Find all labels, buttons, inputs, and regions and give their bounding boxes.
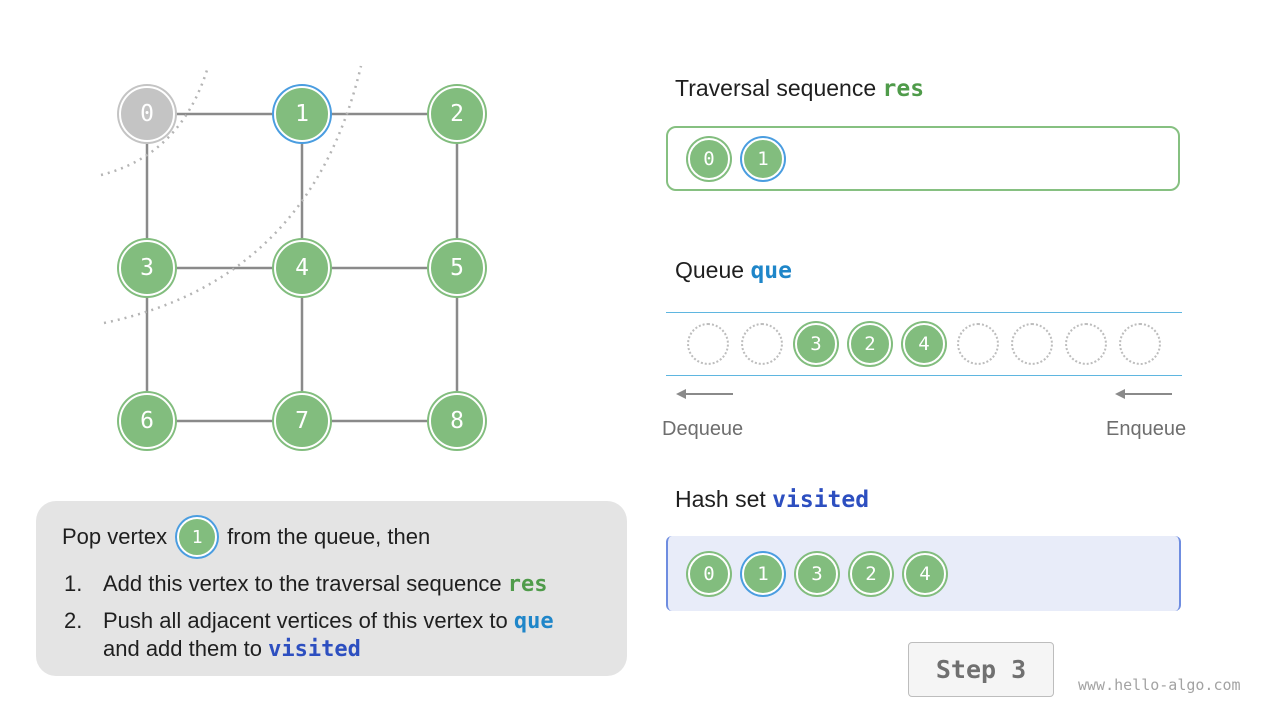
queue-item-3: 3 bbox=[795, 323, 837, 365]
note-step1: Add this vertex to the traversal sequenc… bbox=[103, 571, 548, 597]
enqueue-arrow-icon bbox=[1115, 389, 1172, 399]
note-step2-keyword2: visited bbox=[268, 637, 361, 662]
enqueue-label: Enqueue bbox=[1106, 418, 1187, 440]
queue-item-empty-5 bbox=[957, 323, 999, 365]
note-step2-continued: and add them to visited bbox=[103, 636, 361, 662]
res-title-text: Traversal sequence bbox=[675, 75, 877, 101]
visited-item-4: 4 bbox=[904, 552, 946, 595]
visited-item-2: 2 bbox=[850, 552, 892, 595]
graph-node-5: 5 bbox=[429, 240, 485, 296]
note-step1-number: 1. bbox=[64, 571, 83, 596]
explanation-note: Pop vertex 1 from the queue, then 1. Add… bbox=[36, 501, 627, 676]
queue-item-empty-8 bbox=[1119, 323, 1161, 365]
dequeue-arrow-icon bbox=[676, 389, 733, 399]
queue-item-2: 2 bbox=[849, 323, 891, 365]
visited-keyword: visited bbox=[772, 487, 870, 513]
queue-title: Queue que bbox=[675, 257, 792, 284]
visited-title: Hash set visited bbox=[675, 486, 869, 513]
queue-item-empty-0 bbox=[687, 323, 729, 365]
res-keyword: res bbox=[882, 76, 925, 102]
watermark: www.hello-algo.com bbox=[1078, 676, 1241, 694]
graph-node-2: 2 bbox=[429, 86, 485, 142]
step-button[interactable]: Step 3 bbox=[908, 642, 1054, 697]
graph-node-7: 7 bbox=[274, 393, 330, 449]
visited-title-text: Hash set bbox=[675, 486, 766, 512]
note-step2: Push all adjacent vertices of this verte… bbox=[103, 608, 554, 634]
res-item-0: 0 bbox=[688, 137, 730, 180]
graph-node-1: 1 bbox=[274, 86, 330, 142]
visited-item-3: 3 bbox=[796, 552, 838, 595]
queue-item-empty-7 bbox=[1065, 323, 1107, 365]
queue-item-empty-6 bbox=[1011, 323, 1053, 365]
graph-node-6: 6 bbox=[119, 393, 175, 449]
note-step2-text: Push all adjacent vertices of this verte… bbox=[103, 608, 508, 633]
note-step2-keyword: que bbox=[513, 609, 554, 634]
visited-item-0: 0 bbox=[688, 552, 730, 595]
frontier-curve-outer bbox=[103, 65, 363, 325]
queue-item-empty-1 bbox=[741, 323, 783, 365]
res-item-1: 1 bbox=[742, 137, 784, 180]
note-step1-text: Add this vertex to the traversal sequenc… bbox=[103, 571, 502, 596]
note-step2-text2: and add them to bbox=[103, 636, 263, 661]
queue-item-4: 4 bbox=[903, 323, 945, 365]
queue-keyword: que bbox=[750, 258, 792, 284]
graph-node-3: 3 bbox=[119, 240, 175, 296]
visited-item-1: 1 bbox=[742, 552, 784, 595]
dequeue-label: Dequeue bbox=[662, 418, 744, 440]
note-pop-suffix: from the queue, then bbox=[227, 524, 431, 549]
note-pop-vertex: 1 bbox=[177, 517, 218, 557]
note-step2-number: 2. bbox=[64, 608, 83, 633]
graph-node-0: 0 bbox=[119, 86, 175, 142]
graph-node-4: 4 bbox=[274, 240, 330, 296]
res-title: Traversal sequence res bbox=[675, 75, 924, 102]
note-step1-keyword: res bbox=[507, 572, 548, 597]
note-pop-line: Pop vertex 1 from the queue, then bbox=[62, 517, 430, 557]
queue-arrows bbox=[676, 389, 1172, 399]
note-pop-prefix: Pop vertex bbox=[62, 524, 168, 549]
graph-node-8: 8 bbox=[429, 393, 485, 449]
queue-title-text: Queue bbox=[675, 257, 745, 283]
